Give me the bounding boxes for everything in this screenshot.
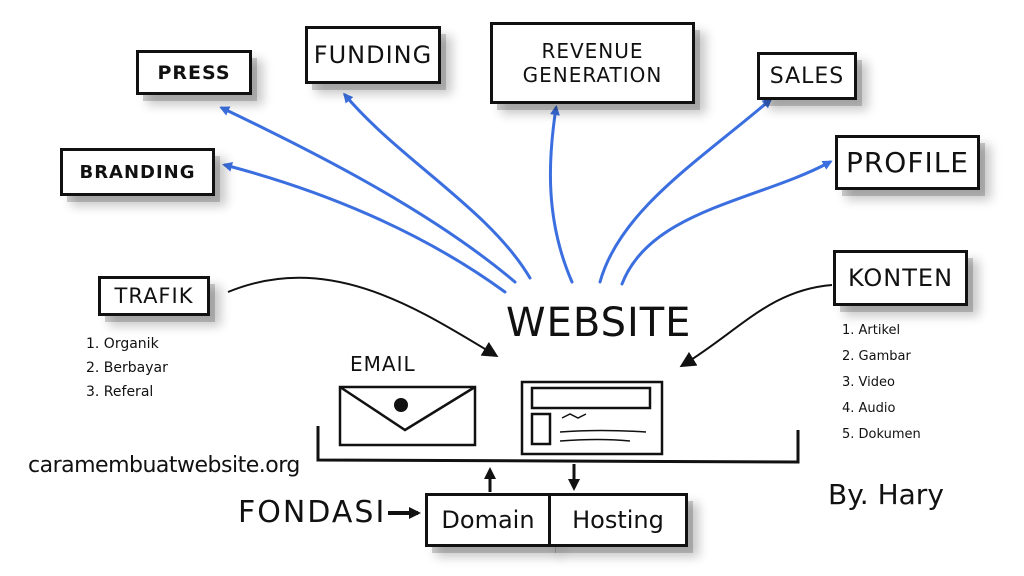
konten-item: 5. Dokumen <box>842 427 921 442</box>
arrow-to-branding <box>222 161 507 294</box>
arrow-to-revenue <box>548 105 574 284</box>
foundation-bracket <box>316 426 800 464</box>
website-title: WEBSITE <box>506 300 692 346</box>
sales-label: SALES <box>769 63 845 89</box>
branding-box: BRANDING <box>60 148 215 196</box>
press-label: PRESS <box>157 61 231 84</box>
funding-label: FUNDING <box>313 41 433 69</box>
trafik-item: 3. Referal <box>86 384 154 400</box>
arrow-to-sales <box>598 98 773 284</box>
author-credit: By. Hary <box>828 478 944 511</box>
konten-box: KONTEN <box>833 250 968 306</box>
trafik-item: 1. Organik <box>86 336 159 352</box>
trafik-box: TRAFIK <box>98 276 210 316</box>
hosting-box: Hosting <box>548 493 688 547</box>
konten-item: 2. Gambar <box>842 349 911 364</box>
arrow-from-konten <box>679 284 833 368</box>
revenue-label-line2: GENERATION <box>522 63 663 87</box>
arrow-to-press <box>219 106 517 284</box>
konten-list: 1. Artikel 2. Gambar 3. Video 4. Audio 5… <box>842 318 921 448</box>
email-label: EMAIL <box>350 352 416 376</box>
konten-item: 4. Audio <box>842 401 896 416</box>
arrow-from-trafik <box>227 276 499 358</box>
arrow-to-profile <box>620 160 833 286</box>
domain-box: Domain <box>425 493 551 547</box>
hosting-label: Hosting <box>572 506 664 534</box>
trafik-item: 2. Berbayar <box>86 360 168 376</box>
konten-item: 3. Video <box>842 375 895 390</box>
revenue-label-line1: REVENUE <box>541 39 644 63</box>
sales-box: SALES <box>757 52 857 100</box>
profile-label: PROFILE <box>845 146 970 179</box>
domain-label: Domain <box>441 506 535 534</box>
revenue-generation-box: REVENUE GENERATION <box>490 22 695 104</box>
funding-box: FUNDING <box>305 26 441 84</box>
profile-box: PROFILE <box>835 135 980 190</box>
konten-label: KONTEN <box>847 264 954 292</box>
konten-item: 1. Artikel <box>842 323 901 338</box>
trafik-list: 1. Organik 2. Berbayar 3. Referal <box>86 332 168 404</box>
fondasi-label: FONDASI <box>238 495 387 530</box>
arrow-to-funding <box>343 92 532 280</box>
trafik-label: TRAFIK <box>114 284 194 308</box>
press-box: PRESS <box>136 50 252 95</box>
branding-label: BRANDING <box>79 161 196 183</box>
site-url: caramembuatwebsite.org <box>28 453 300 478</box>
envelope-icon <box>338 385 477 447</box>
browser-window-icon <box>520 380 664 456</box>
